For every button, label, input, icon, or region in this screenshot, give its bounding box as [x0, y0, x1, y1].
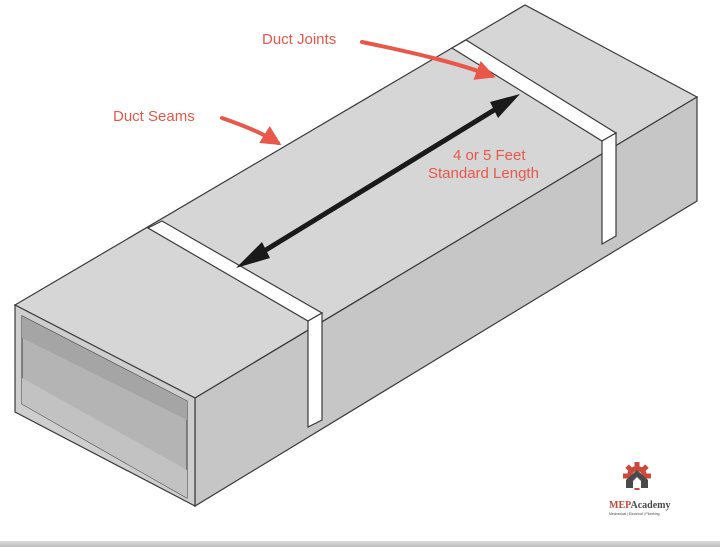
- duct-seams-label: Duct Seams: [113, 108, 195, 125]
- length-dimension-line: [254, 101, 506, 259]
- length-arrowhead-lower: [236, 242, 270, 268]
- length-arrowhead-upper: [490, 94, 520, 118]
- duct-seams-pointer: [220, 116, 282, 146]
- logo-tagline: Mechanical | Electrical | Plumbing: [609, 512, 660, 516]
- gear-icon: [623, 462, 651, 490]
- length-label-line2: Standard Length: [428, 165, 539, 182]
- duct-joints-pointer: [360, 40, 496, 80]
- svg-text:MEPAcademy: MEPAcademy: [609, 500, 670, 511]
- duct-joints-label: Duct Joints: [262, 31, 336, 48]
- logo-brand-suffix: Academy: [630, 500, 670, 511]
- duct-inner-floor: [22, 378, 187, 498]
- mep-academy-logo: MEPAcademy Mechanical | Electrical | Plu…: [609, 462, 670, 516]
- duct-joint-back-side: [601, 131, 617, 246]
- duct-joint-front-side: [307, 311, 323, 428]
- duct-inner-shadow: [22, 316, 187, 420]
- length-label-line1: 4 or 5 Feet: [453, 147, 526, 164]
- logo-brand-prefix: MEP: [609, 500, 631, 511]
